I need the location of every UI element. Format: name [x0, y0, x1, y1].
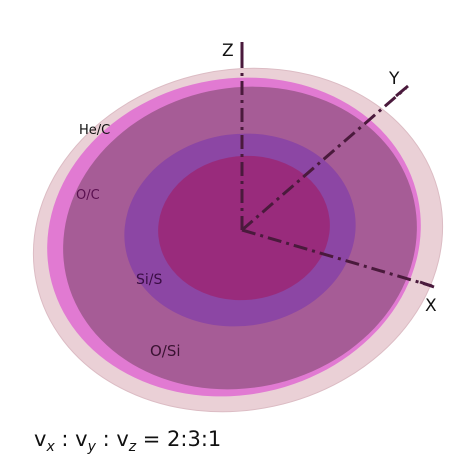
- si-s-label: Si/S: [136, 272, 162, 288]
- x-axis: [241, 228, 433, 288]
- o-c-label: O/C: [76, 188, 100, 203]
- z-axis-label: Z: [222, 41, 234, 61]
- o-si-label: O/Si: [150, 342, 181, 360]
- x-axis-label: X: [425, 296, 437, 316]
- velocity-ratio-caption: vx : vy : vz = 2:3:1: [34, 427, 221, 455]
- y-axis: [241, 86, 407, 232]
- y-axis-label: Y: [388, 69, 400, 89]
- he-c-label: He/C: [79, 123, 110, 138]
- axes: [240, 42, 433, 288]
